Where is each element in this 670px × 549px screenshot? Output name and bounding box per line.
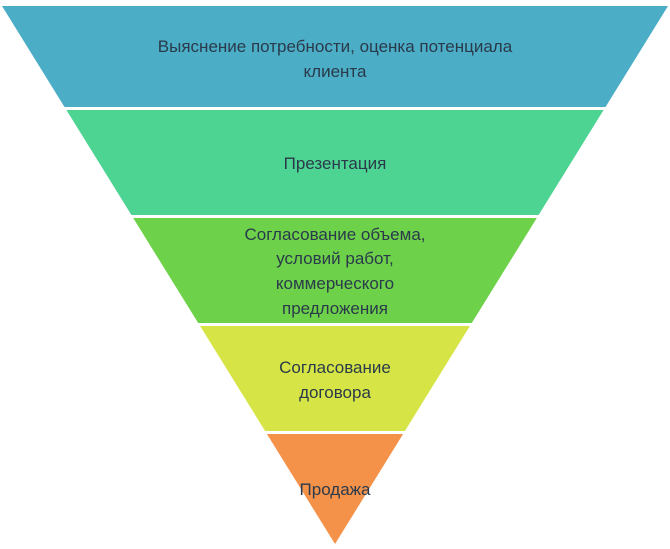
funnel-stage-4-band (200, 326, 470, 431)
funnel-stage-3-band (133, 218, 537, 323)
funnel-stage-1-label-line: Выяснение потребности, оценка потенциала (158, 37, 513, 56)
funnel-stage-5-label: Продажа (300, 480, 372, 499)
funnel-stage-3-label: Согласование объема, условий работ, коммер… (244, 225, 425, 318)
funnel-stage-4-label-line: договора (299, 383, 371, 402)
funnel-stage-1-band (2, 6, 668, 107)
funnel-stage-3-label-line: Согласование объема, (244, 225, 425, 244)
funnel-stage-5-band (266, 434, 404, 544)
funnel-stage-4-label-line: Согласование (279, 358, 391, 377)
funnel-stage-3-label-line: предложения (282, 299, 388, 318)
funnel-stage-1-label-line: клиента (304, 62, 367, 81)
funnel-stage-3-label-line: условий работ, (276, 249, 393, 268)
funnel-stage-1-label: Выяснение потребности, оценка потенциала… (158, 37, 513, 81)
funnel-stage-3-label-line: коммерческого (276, 274, 394, 293)
funnel-stage-5-label-line: Продажа (300, 480, 372, 499)
funnel-stage-2-band (66, 110, 604, 215)
funnel-stage-2-label: Презентация (284, 154, 387, 173)
funnel-stage-2-label-line: Презентация (284, 154, 387, 173)
funnel-stage-4-label: Согласование договора (279, 358, 391, 402)
